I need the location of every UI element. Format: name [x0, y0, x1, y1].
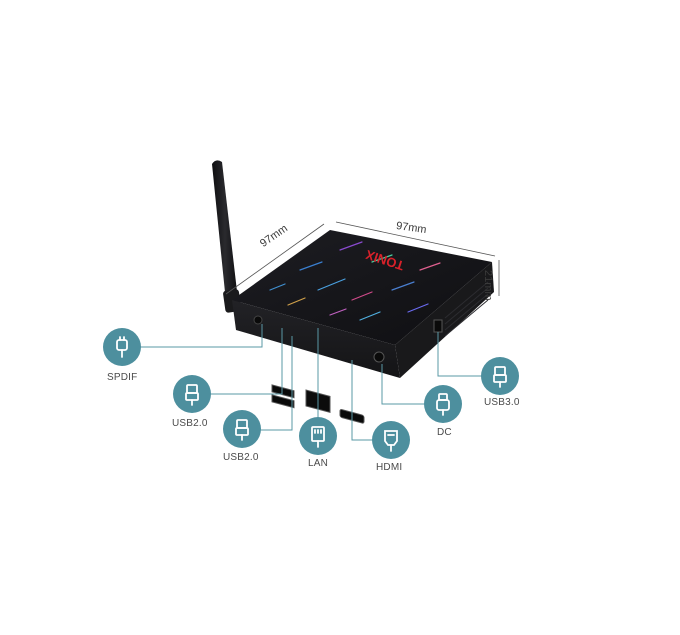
dimension-lines: [225, 221, 500, 296]
usb-icon: [481, 357, 519, 395]
antenna: [212, 160, 242, 313]
spdif-port: [253, 315, 263, 325]
port-label-usb2-first: USB2.0: [172, 418, 208, 429]
connector-lines: [140, 324, 483, 441]
port-label-lan: LAN: [308, 458, 329, 469]
usb-icon: [173, 375, 211, 413]
dimension-height: 21mm: [482, 270, 494, 301]
dc-port: [373, 351, 385, 363]
port-label-dc: DC: [437, 427, 452, 438]
spdif-icon: [103, 328, 141, 366]
port-label-usb2-second: USB2.0: [223, 452, 259, 463]
device-right-face: [395, 262, 494, 378]
hdmi-icon: [372, 421, 410, 459]
device-front-face: [232, 300, 400, 378]
side-vents: [444, 281, 489, 337]
lan-icon: [299, 417, 337, 455]
port-label-hdmi: HDMI: [376, 462, 403, 473]
usb3-port: [433, 319, 443, 333]
usb-port-1: [271, 384, 295, 399]
usb-icon: [223, 410, 261, 448]
dc-icon: [424, 385, 462, 423]
device-top-face: [232, 230, 492, 345]
top-pattern: [269, 241, 441, 321]
port-label-spdif: SPDIF: [107, 372, 138, 383]
port-label-usb3: USB3.0: [484, 397, 520, 408]
usb-port-2: [271, 394, 295, 409]
